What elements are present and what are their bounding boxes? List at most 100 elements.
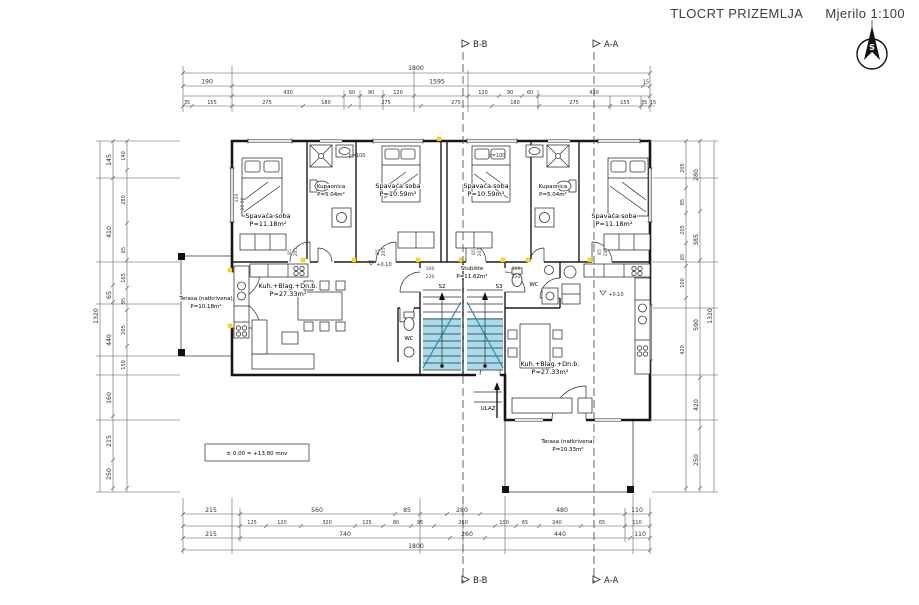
dim-label: 215	[205, 531, 217, 538]
north-letter: S	[869, 43, 875, 52]
dim-label: 590	[693, 319, 700, 331]
utility-appliances	[561, 265, 581, 305]
scale-label: Mjerilo 1:100	[825, 6, 905, 21]
opening-dim: 220	[512, 274, 521, 280]
dim-label: 320	[322, 520, 332, 526]
dim-label: 35	[184, 100, 190, 106]
window	[548, 138, 570, 144]
level-label: +0.10	[608, 292, 623, 298]
opening-dim: 100	[512, 266, 521, 272]
wardrobe-icon	[397, 231, 435, 249]
bathroom-fixtures-right	[525, 144, 577, 228]
dim-label: 65	[599, 520, 605, 526]
dim-label: 95	[121, 298, 127, 304]
dim-label: 120	[277, 520, 287, 526]
section-label-bb-bottom: B-B	[473, 576, 488, 586]
wardrobe-icon	[603, 233, 651, 251]
room-area: P=27.33m²	[532, 368, 569, 376]
room-name: Spavaća soba	[591, 212, 636, 220]
room-area: P=10.18m²	[190, 303, 221, 310]
door-dim: 205	[603, 248, 609, 257]
dim-label: 420	[680, 345, 686, 355]
dim-chain-left: 1320 145 410 65 440 160 215 250 140 280 …	[93, 138, 130, 492]
dim-label: 275	[262, 100, 272, 106]
bathroom-fixtures-left	[309, 144, 354, 228]
dim-label: 110	[632, 520, 642, 526]
dim-label: 65	[522, 520, 528, 526]
dim-label: 160	[106, 392, 113, 404]
dim-label: 145	[106, 154, 113, 166]
room-name: Kupaonica	[539, 184, 567, 190]
dim-label: 280	[121, 195, 127, 205]
page-title: TLOCRT PRIZEMLJA	[670, 6, 804, 21]
dim-label: 385	[693, 234, 700, 246]
room-area: P=11.62m²	[456, 273, 487, 280]
dim-label: 180	[321, 100, 331, 106]
dim-label: 1320	[93, 308, 100, 324]
dim-label: 275	[451, 100, 461, 106]
dim-label: 15	[650, 100, 656, 106]
dim-label: 95	[417, 520, 423, 526]
window	[247, 138, 293, 144]
dim-label: 110	[631, 507, 643, 514]
door-dim: 85	[597, 249, 603, 255]
dim-label: 1595	[429, 79, 445, 86]
dim-label: 140	[121, 151, 127, 161]
room-area: P=10.59m²	[380, 190, 417, 198]
dim-label: 410	[106, 226, 113, 238]
junction-markers	[227, 136, 593, 329]
entrance-label: ULAZ	[481, 406, 496, 412]
dim-label: 60	[527, 90, 533, 96]
dim-label: 420	[693, 399, 700, 411]
door-dim: 85	[471, 249, 477, 255]
dim-label: 120	[393, 90, 403, 96]
room-name: Spavaća soba	[245, 212, 290, 220]
window	[229, 167, 235, 223]
dim-label: 215	[106, 435, 113, 447]
section-lines: B-B A-A B-B A-A	[461, 39, 619, 586]
kitchen-left	[233, 263, 309, 339]
section-label-aa-top: A-A	[604, 40, 619, 50]
window	[372, 138, 424, 144]
dim-chain-top: 1800 190 1595 15 430 60 90 120 120 90 60…	[180, 65, 656, 109]
stair-id: S2	[439, 284, 446, 290]
dim-chain-right: 205 85 205 65 100 420 280 385 590 420 25…	[680, 138, 715, 492]
room-name: Terasa (natkrivena)	[178, 296, 232, 302]
bed-icon	[241, 157, 283, 217]
dim-label: 275	[569, 100, 579, 106]
wall-dim: 20 20	[240, 197, 246, 210]
window	[597, 138, 641, 144]
stair-id: S3	[496, 284, 503, 290]
kitchen-right	[583, 263, 651, 375]
dim-label: 155	[620, 100, 630, 106]
dim-label: 440	[554, 531, 566, 538]
door-dim: 205	[293, 248, 299, 257]
wc-right-fixtures	[511, 265, 559, 305]
room-name: Terasa (natkrivena)	[540, 439, 594, 445]
dim-label: 120	[478, 90, 488, 96]
window	[466, 138, 518, 144]
dim-label: 280	[456, 507, 468, 514]
dim-label: 65	[680, 254, 686, 260]
room-area: P=10.33m²	[552, 446, 583, 453]
opening-dim: 100	[426, 266, 435, 272]
terrace-right	[502, 419, 634, 493]
room-labels: Spavaća soba P=11.18m² Kupaonica P=5.04m…	[177, 181, 637, 454]
dim-label: 205	[680, 225, 686, 235]
room-name: Spavaća soba	[463, 182, 508, 190]
level-label: +0.10	[376, 262, 391, 268]
dining-table-left	[297, 280, 346, 332]
dim-label: 65	[121, 247, 127, 253]
window	[647, 167, 653, 223]
dim-chain-bottom: 215 560 85 280 480 110 125 120 320 125 8…	[180, 507, 653, 553]
room-name: WC	[529, 282, 538, 288]
extension-lines	[96, 66, 718, 554]
dim-label: 250	[106, 468, 113, 480]
dim-label: 180	[510, 100, 520, 106]
entrance: ULAZ	[474, 382, 502, 418]
dim-label: 250	[693, 454, 700, 466]
door-dim: 205	[477, 248, 483, 257]
dim-label: 35	[641, 100, 647, 106]
